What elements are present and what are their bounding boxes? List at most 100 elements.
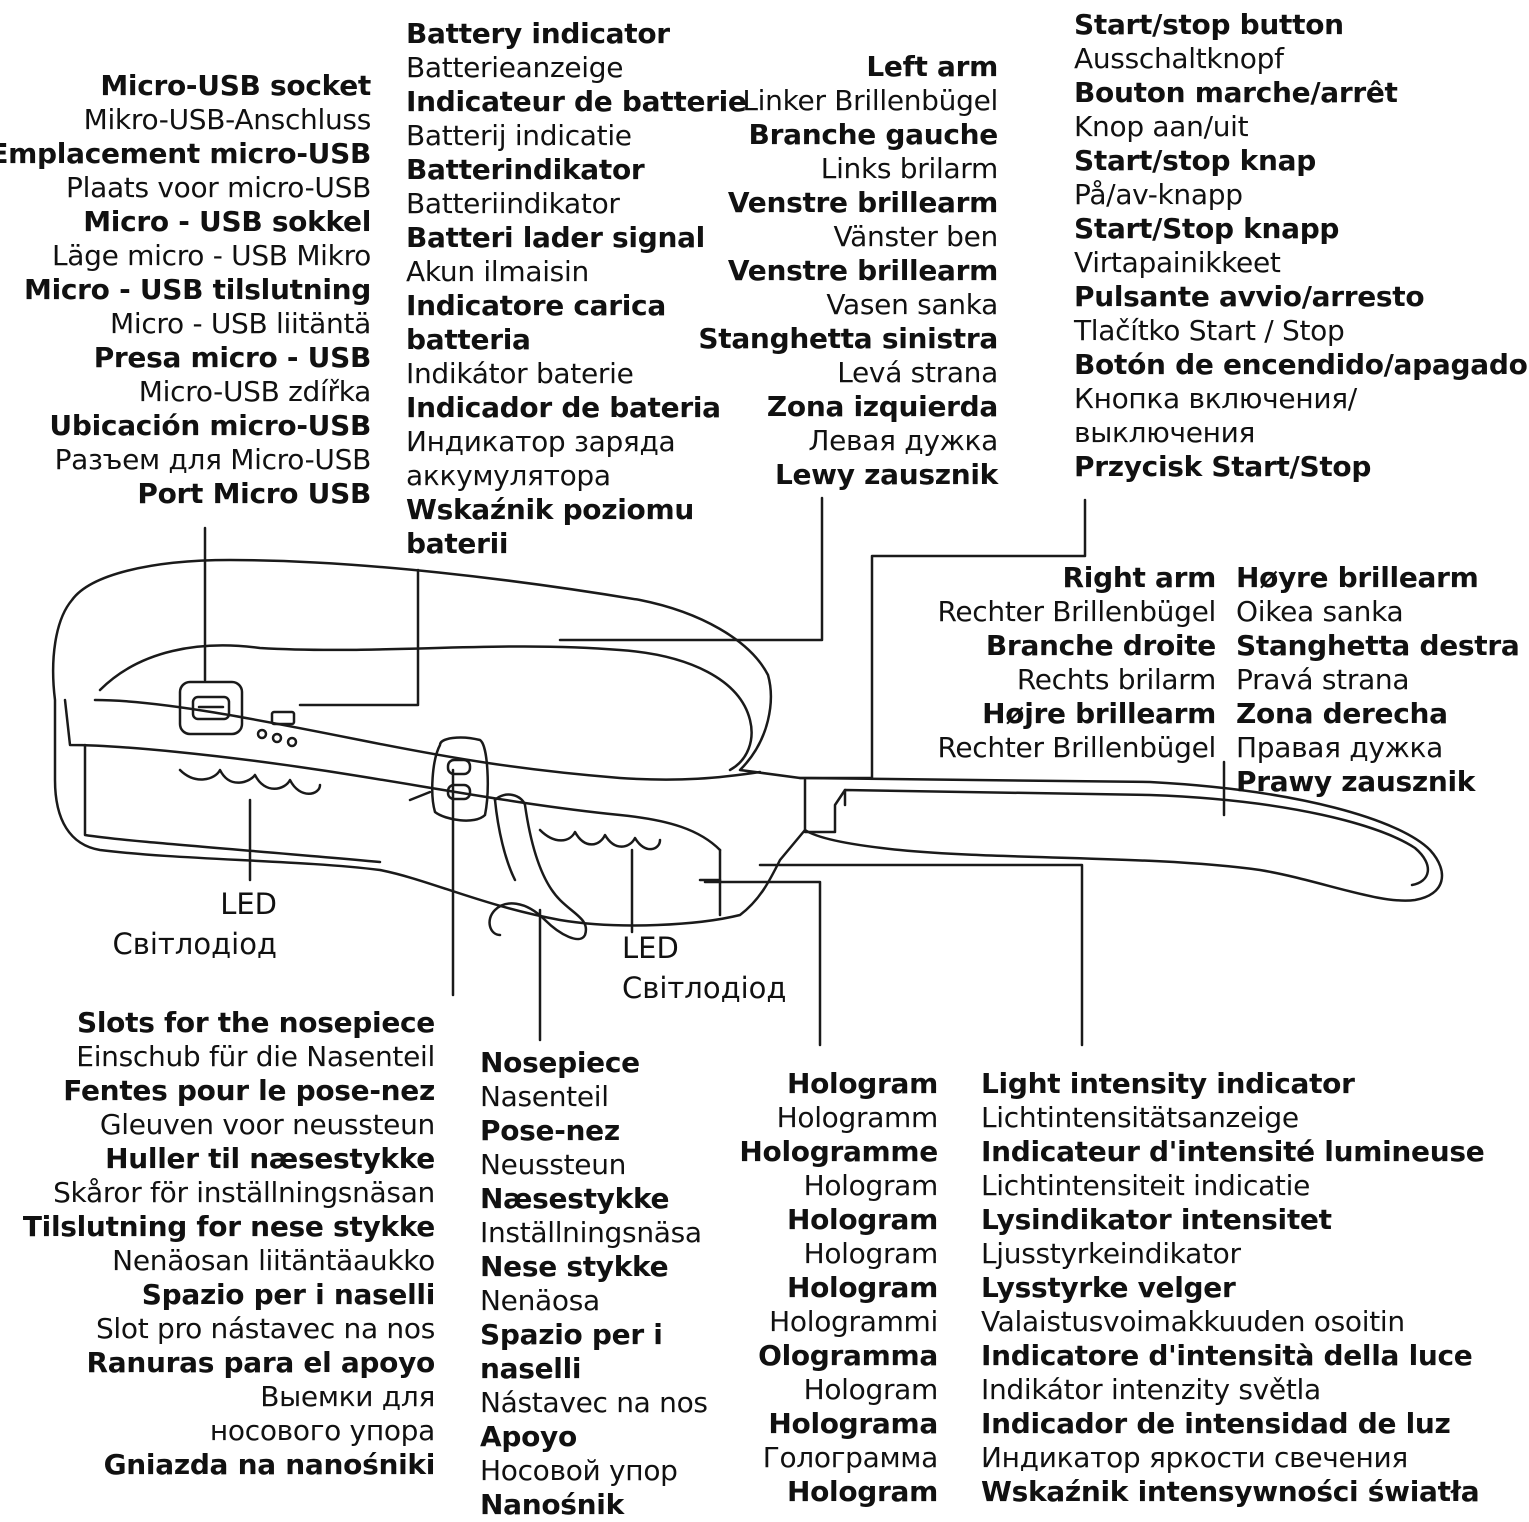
light-label-line: Indicateur d'intensité lumineuse [981,1135,1485,1168]
micro-usb-label-line: Разъем для Micro-USB [54,443,372,476]
left-arm-label-line: Left arm [866,50,998,83]
hologram-label-line: Ologramma [758,1339,938,1372]
micro-usb-label-line: Mikro-USB-Anschluss [83,103,372,136]
right-arm-b-label-line: Høyre brillearm [1236,561,1479,594]
nosepiece-label-line: Носовой упор [480,1454,678,1487]
start-stop-label-line: Bouton marche/arrêt [1074,76,1398,109]
leader-light [758,863,1084,1047]
left-arm-label-line: Linker Brillenbügel [742,84,998,117]
micro-usb-label-line: Plaats voor micro-USB [66,171,371,204]
leader-start-stop [798,498,1087,780]
nosepiece-label-line: Nástavec na nos [480,1386,708,1419]
micro-usb-label-line: Presa micro - USB [93,341,372,374]
nosepiece-label-line: Nese stykke [480,1250,669,1283]
slots-label-line: Ranuras para el apoyo [86,1346,435,1379]
left-arm-label-line: Venstre brillearm [727,186,998,219]
battery-label-line: batteria [406,323,531,356]
nosepiece-label-line: Neussteun [480,1148,627,1181]
start-stop-label-line: Botón de encendido/apagado [1074,348,1528,381]
slots-label-line: Nenäosan liitäntäaukko [112,1244,435,1277]
start-stop-label-line: Ausschaltknopf [1074,42,1284,75]
start-stop-label-line: Start/stop knap [1074,144,1316,177]
slots-label-line: Gleuven voor neussteun [99,1108,435,1141]
hologram-label-line: Hologram [786,1203,938,1236]
hologram-label-line: Hologram [786,1271,938,1304]
battery-label-line: Indicatore carica [406,289,666,322]
battery-label-line: Indicateur de batterie [406,85,747,118]
battery-label-line: аккумулятора [406,459,611,492]
light-label-line: Indikátor intenzity světla [981,1373,1321,1406]
hologram-label-line: Hologramme [739,1135,938,1168]
battery-label-line: Batteri lader signal [406,221,705,254]
left-arm-label-line: Левая дужка [808,424,998,457]
right-arm-a-label-line: Right arm [1062,561,1217,594]
start-stop-label-line: Virtapainikkeet [1074,246,1281,279]
nosepiece-label-line: Nasenteil [480,1080,609,1113]
nosepiece-label-line: naselli [480,1352,582,1385]
battery-label-line: Wskaźnik poziomu [406,493,694,526]
right-arm-b-label-line: Zona derecha [1236,697,1448,730]
start-stop-label-line: Knop aan/uit [1074,110,1249,143]
battery-label-line: Battery indicator [406,17,670,50]
slots-label-line: Einschub für die Nasenteil [76,1040,435,1073]
nosepiece-shape [488,793,588,941]
hologram-label-line: Hologram [786,1067,938,1100]
micro-usb-label-line: Emplacement micro-USB [0,137,371,170]
battery-label-line: Akun ilmaisin [406,255,589,288]
battery-label-line: Индикатор заряда [406,425,676,458]
slots-label-line: носового упора [209,1414,435,1447]
light-label-line: Lichtintensiteit indicatie [981,1169,1311,1202]
light-label-line: Indicador de intensidad de luz [981,1407,1451,1440]
start-stop-label-line: Pulsante avvio/arresto [1074,280,1425,313]
nosepiece-label-line: Nanośnik [480,1488,624,1521]
left-arm-label-line: Lewy zausznik [774,458,998,491]
right-arm-a-label-line: Rechter Brillenbügel [937,595,1216,628]
battery-label-line: Batterieanzeige [406,51,624,84]
start-stop-label-line: Start/Stop knapp [1074,212,1340,245]
slots-label-line: Skåror för inställningsnäsan [53,1176,435,1209]
slots-label-line: Выемки для [260,1380,435,1413]
battery-label-line: Indikátor baterie [406,357,634,390]
left-arm-label-line: Vänster ben [833,220,998,253]
battery-label-line: baterii [406,527,509,560]
micro-usb-label-line: Ubicación micro-USB [49,409,371,442]
nosepiece-label-line: Nosepiece [480,1046,640,1079]
micro-usb-label-line: Micro - USB tilslutning [24,273,371,306]
right-arm-a-label-line: Rechts brilarm [1016,663,1216,696]
light-label-line: Lysindikator intensitet [981,1203,1332,1236]
light-label-line: Valaistusvoimakkuuden osoitin [981,1305,1405,1338]
light-label-line: Wskaźnik intensywności światła [981,1475,1480,1508]
micro-usb-label-line: Micro - USB sokkel [83,205,371,238]
micro-usb-label-line: Micro-USB socket [100,69,371,102]
left-arm-label-line: Stanghetta sinistra [698,322,998,355]
battery-label-line: Batterindikator [406,153,645,186]
left-arm-label-line: Links brilarm [820,152,999,185]
leader-left-arm [558,496,824,642]
nosepiece-label-line: Nenäosa [480,1284,600,1317]
battery-label-line: Batterij indicatie [406,119,632,152]
light-label-line: Light intensity indicator [981,1067,1355,1100]
slots-label-line: Slots for the nosepiece [77,1006,435,1039]
light-label-line: Indicatore d'intensità della luce [981,1339,1473,1372]
left-arm-label-line: Branche gauche [748,118,999,151]
nosepiece-label-line: Inställningsnäsa [480,1216,702,1249]
led-left-label-line: LED [220,887,277,921]
hologram-label-line: Hologramm [776,1101,939,1134]
slots-label-line: Huller til næsestykke [105,1142,435,1175]
hologram-label-line: Holograma [768,1407,938,1440]
nosepiece-label-line: Spazio per i [480,1318,663,1351]
led-right-label-line: Світлодіод [622,971,787,1005]
start-stop-label-line: Tlačítko Start / Stop [1074,314,1345,347]
hologram-label-line: Hologram [803,1169,939,1202]
leader-hologram [703,880,822,1047]
right-arm-a-label-line: Branche droite [985,629,1216,662]
